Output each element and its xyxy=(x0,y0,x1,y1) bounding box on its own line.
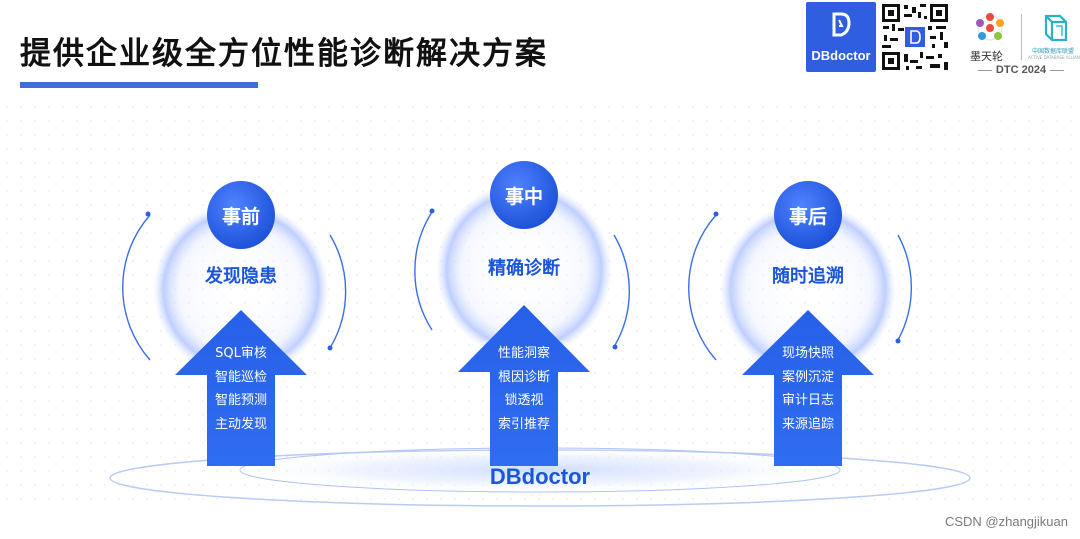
phase-goal-after: 随时追溯 xyxy=(772,266,844,287)
feature-item: 索引推荐 xyxy=(497,416,550,432)
orbit-dot-during-right xyxy=(612,344,618,350)
motianlun-logo-text: 墨天轮 xyxy=(970,50,1003,63)
orbit-dot-during-left xyxy=(429,208,435,214)
phase-group-after xyxy=(688,181,912,466)
phase-ring-after xyxy=(720,202,896,378)
orbit-arc-before-right xyxy=(329,234,347,349)
dbdoctor-logo: DBdoctor xyxy=(806,2,876,72)
phase-badge-during xyxy=(490,161,558,229)
phase-tag-during: 事中 xyxy=(504,186,543,208)
phase-group-before xyxy=(122,181,347,466)
alliance-logo: 中国数据库联盟 ACTIVE DATABASE ALLIANCE xyxy=(1028,12,1080,62)
feature-item: 主动发现 xyxy=(214,416,267,432)
feature-item: 根因诊断 xyxy=(497,369,550,385)
phase-goal-before: 发现隐患 xyxy=(205,266,277,287)
feature-item: 来源追踪 xyxy=(781,416,834,432)
feature-list-during: 性能洞察 根因诊断 锁透视 索引推荐 xyxy=(469,342,579,436)
event-badge: DTC 2024 xyxy=(965,64,1077,76)
orbit-arc-after-right xyxy=(897,234,912,341)
dbdoctor-logo-text: DBdoctor xyxy=(811,48,871,63)
up-arrow-before xyxy=(175,310,307,466)
event-line-left xyxy=(977,69,992,71)
phase-ring-before xyxy=(153,202,329,378)
feature-item: 智能预测 xyxy=(214,393,267,408)
phase-goal-during: 精确诊断 xyxy=(488,258,560,279)
up-arrow-after xyxy=(742,310,874,466)
orbit-arc-before-left xyxy=(122,214,151,361)
phase-badge-before xyxy=(207,181,275,249)
qr-code-icon xyxy=(880,2,950,72)
feature-item: SQL审核 xyxy=(215,346,267,361)
motianlun-wheel-icon xyxy=(976,13,1004,41)
alliance-cube-icon xyxy=(1044,14,1068,42)
watermark: CSDN @zhangjikuan xyxy=(944,514,1068,529)
alliance-name-en: ACTIVE DATABASE ALLIANCE xyxy=(1028,55,1080,60)
dbdoctor-mark-icon xyxy=(832,12,851,37)
motianlun-logo: 墨天轮 xyxy=(968,12,1012,63)
up-arrow-during xyxy=(458,305,590,466)
base-platform-glow xyxy=(240,448,840,492)
logo-divider xyxy=(1021,14,1022,60)
orbit-arc-during-right xyxy=(613,234,631,348)
orbit-dot-after-right xyxy=(895,338,901,344)
orbit-arc-during-left xyxy=(414,211,433,331)
feature-item: 案例沉淀 xyxy=(781,369,834,385)
feature-item: 锁透视 xyxy=(504,393,544,408)
feature-list-after: 现场快照 案例沉淀 审计日志 来源追踪 xyxy=(753,342,863,436)
phase-badge-after xyxy=(774,181,842,249)
feature-item: 现场快照 xyxy=(781,346,834,361)
page-title: 提供企业级全方位性能诊断解决方案 xyxy=(20,36,548,72)
feature-item: 性能洞察 xyxy=(497,346,550,361)
phase-ring-during xyxy=(436,182,612,358)
title-underline xyxy=(20,82,258,88)
orbit-dot-before-right xyxy=(327,345,333,351)
alliance-name-cn: 中国数据库联盟 xyxy=(1031,48,1074,55)
feature-item: 审计日志 xyxy=(781,393,834,408)
platform-name: DBdoctor xyxy=(489,464,591,489)
phase-tag-after: 事后 xyxy=(788,206,827,228)
event-name: DTC 2024 xyxy=(995,64,1047,76)
event-line-right xyxy=(1050,69,1065,71)
orbit-dot-after-left xyxy=(713,211,719,217)
feature-item: 智能巡检 xyxy=(214,369,267,385)
phase-group-during xyxy=(414,161,631,466)
feature-list-before: SQL审核 智能巡检 智能预测 主动发现 xyxy=(186,342,296,436)
orbit-dot-before-left xyxy=(145,211,151,217)
orbit-arc-after-left xyxy=(688,214,717,361)
phase-tag-before: 事前 xyxy=(221,206,260,228)
